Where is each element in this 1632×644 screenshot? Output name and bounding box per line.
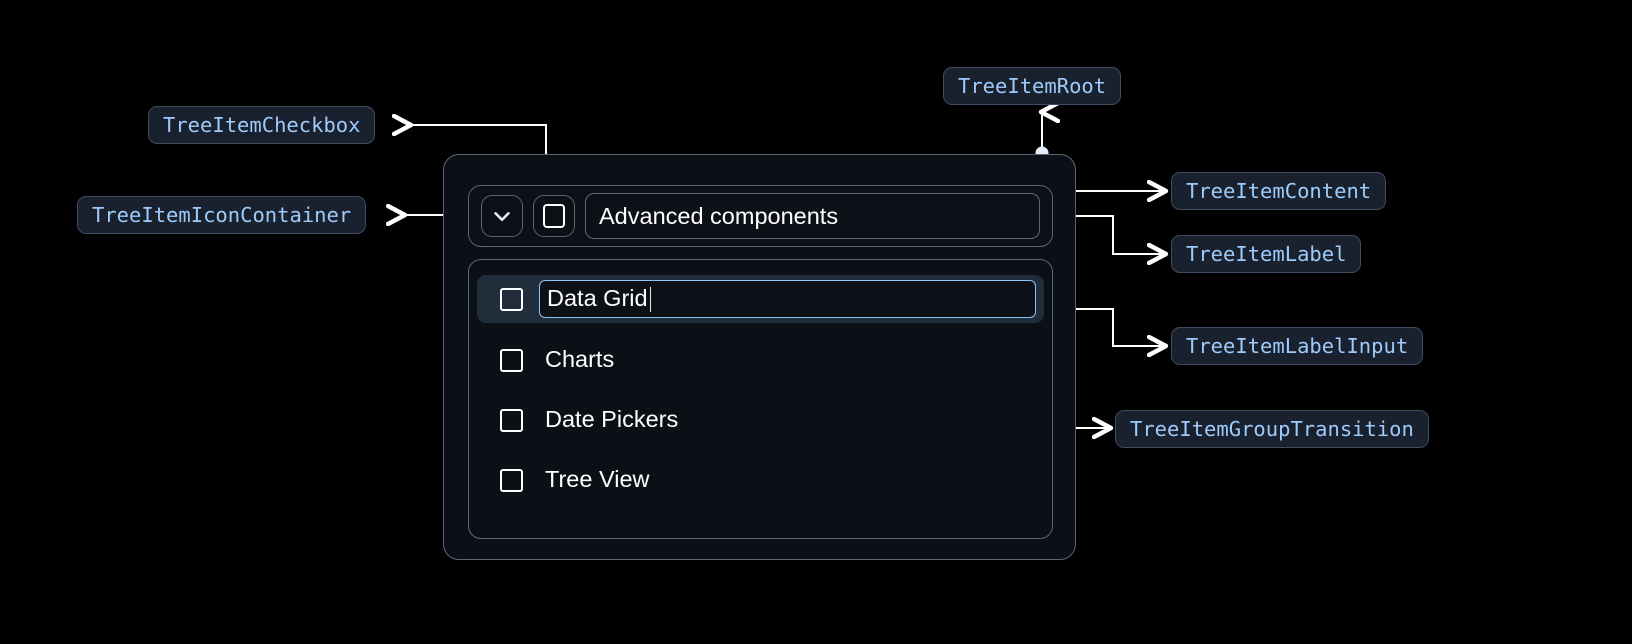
tree-item-checkbox[interactable]: [533, 195, 575, 237]
tree-item-group-transition: Data Grid Charts Date Pickers Tree View: [468, 259, 1053, 539]
tree-item-child-row[interactable]: Tree View: [469, 457, 1052, 503]
tree-item-child-row[interactable]: Date Pickers: [469, 397, 1052, 443]
annotation-chip-tree-item-checkbox: TreeItemCheckbox: [148, 106, 376, 144]
annotation-chip-tree-item-root: TreeItemRoot: [943, 67, 1122, 105]
checkbox-box-icon: [543, 204, 565, 228]
annotation-chip-tree-item-icon-container: TreeItemIconContainer: [77, 196, 367, 234]
tree-item-label-input[interactable]: Data Grid: [539, 280, 1036, 318]
wire-root: [1035, 112, 1049, 160]
tree-item-label-text: Advanced components: [599, 202, 839, 229]
child-label: Charts: [545, 346, 615, 373]
annotation-chip-tree-item-label-input: TreeItemLabelInput: [1171, 327, 1424, 365]
text-caret: [649, 286, 652, 312]
tree-item-root[interactable]: Advanced components Data Grid Charts Dat: [443, 154, 1076, 560]
annotation-chip-tree-item-group-transition: TreeItemGroupTransition: [1115, 410, 1429, 448]
child-checkbox-icon[interactable]: [500, 408, 523, 432]
child-checkbox-icon[interactable]: [500, 287, 523, 311]
tree-item-content[interactable]: Advanced components: [468, 185, 1053, 247]
tree-item-label-input-value: Data Grid: [547, 285, 648, 312]
child-checkbox-icon[interactable]: [500, 468, 523, 492]
child-label: Date Pickers: [545, 406, 679, 433]
child-checkbox-icon[interactable]: [500, 348, 523, 372]
chevron-down-icon: [489, 203, 515, 229]
tree-item-child-row[interactable]: Data Grid: [477, 275, 1044, 323]
tree-item-label[interactable]: Advanced components: [585, 193, 1040, 239]
annotation-chip-tree-item-content: TreeItemContent: [1171, 172, 1387, 210]
annotation-chip-tree-item-label: TreeItemLabel: [1171, 235, 1362, 273]
child-label: Tree View: [545, 466, 650, 493]
tree-item-icon-container[interactable]: [481, 195, 523, 237]
tree-item-child-row[interactable]: Charts: [469, 337, 1052, 383]
